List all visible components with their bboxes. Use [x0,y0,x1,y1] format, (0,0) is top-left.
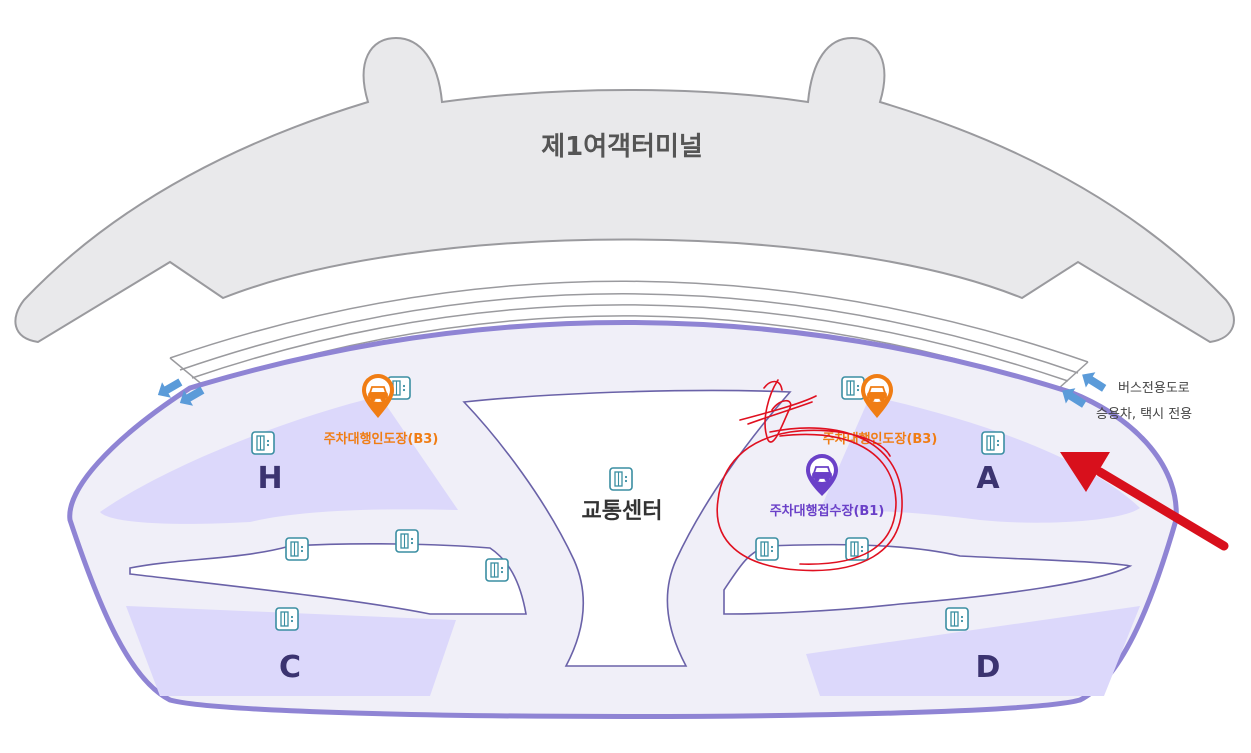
car-taxi-lane-label: 승용차, 택시 전용 [1096,407,1192,422]
terminal-shape [14,36,1235,344]
road-lane-mid1 [179,293,1079,374]
zone-h-label: H [257,461,282,496]
bus-lane-label: 버스전용도로 [1118,381,1190,396]
transport-center-label: 교통센터 [582,499,663,524]
map-pin-icon [806,454,838,496]
parking-marker-label: 주차대행접수장(B1) [770,503,885,519]
zone-d-label: D [976,650,1001,685]
car-icon [812,466,832,482]
zone-h-area [100,396,458,524]
elevator-icons [251,376,1005,631]
elevator-icon[interactable] [485,558,509,582]
elevator-icon[interactable] [981,431,1005,455]
inner-roads [129,389,1133,667]
terminal-label: 제1여객터미널 [541,132,703,162]
road-lane-outer [169,280,1089,363]
car-icon [368,386,388,402]
zone-c-area [126,606,456,696]
direction-arrow-icon [1082,372,1107,392]
zone-d-area [806,606,1140,696]
zone-a-area [820,396,1140,523]
elevator-icon[interactable] [275,607,299,631]
zone-labels: H A C D [257,461,1000,685]
parking-marker-left[interactable]: 주차대행인도장(B3) [324,374,439,447]
red-annotation [716,379,903,572]
map-pin-icon [362,374,394,418]
direction-arrow-icon [1062,388,1087,408]
elevator-icon[interactable] [251,431,275,455]
elevator-icon[interactable] [945,607,969,631]
direction-arrow-icon [157,378,183,398]
direction-arrows [157,372,1107,408]
map-pin-icon [861,374,893,418]
road-cap-left [169,357,205,387]
elevator-icon[interactable] [395,529,419,553]
car-icon [867,386,887,402]
left-driveway [129,543,527,615]
parking-marker-label: 주차대행인도장(B3) [324,431,439,447]
elevator-icon[interactable] [285,537,309,561]
parking-zones [100,396,1140,696]
road-lane-mid2 [191,304,1069,382]
elevator-icon[interactable] [841,376,865,400]
transport-center-shape [462,389,792,667]
annotation-circle-inner [779,433,897,565]
elevator-icon[interactable] [755,537,779,561]
parking-marker-dropoff[interactable]: 주차대행접수장(B1) [770,454,885,519]
road-cap-right [1057,361,1089,390]
elevator-icon[interactable] [609,467,633,491]
terminal-building: 제1여객터미널 [14,36,1235,344]
zone-c-label: C [279,650,301,685]
annotation-circle [716,427,903,572]
zone-a-label: A [976,461,1000,496]
direction-arrow-icon [179,386,205,406]
red-pointer-arrow [1060,452,1229,551]
